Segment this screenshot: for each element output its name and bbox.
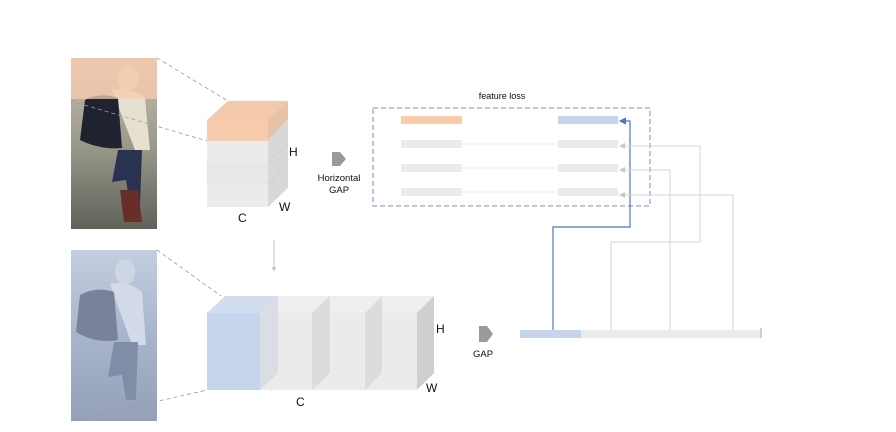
horizontal-gap-label-2: GAP (329, 185, 349, 196)
horizontal-gap-label-1: Horizontal (318, 173, 361, 184)
vector-segment (701, 330, 761, 338)
vector-segment-highlight (520, 330, 581, 338)
projection-line (156, 249, 222, 297)
blue-connector-arrow (552, 117, 631, 330)
tensor-stripe (207, 141, 268, 163)
feature-loss-title: feature loss (479, 91, 526, 101)
grey-connector-arrow (610, 143, 701, 330)
top-tensor-w-label: W (279, 200, 291, 214)
part-feature-bar (401, 164, 462, 172)
channel-group-highlight (207, 313, 260, 390)
global-feature-bar (558, 116, 618, 124)
feature-loss-box (372, 107, 651, 207)
bottom-person-image (71, 250, 157, 421)
loss-pair-row (401, 164, 618, 172)
grey-connector-arrow (619, 167, 671, 330)
loss-pair-row (401, 116, 618, 124)
grey-connector-arrow (619, 192, 734, 330)
horizontal-gap-arrow-icon (332, 152, 346, 166)
global-feature-bar (558, 164, 618, 172)
top-feature-tensor (207, 101, 289, 207)
vector-segment (641, 330, 701, 338)
bottom-tensor-c-label: C (296, 395, 305, 409)
global-feature-vector (520, 328, 762, 338)
global-feature-bar (558, 140, 618, 148)
gap-label: GAP (473, 349, 493, 360)
projection-line (70, 100, 208, 142)
bottom-feature-tensor (207, 296, 434, 390)
highlight-stripe (71, 58, 157, 99)
projection-line (156, 57, 229, 102)
part-feature-bar (401, 188, 462, 196)
part-feature-bar (401, 140, 462, 148)
bottom-tensor-h-label: H (436, 322, 445, 336)
tensor-stripe-highlight (207, 120, 268, 141)
vector-segment (581, 330, 641, 338)
tensor-stripe (207, 163, 268, 185)
loss-pair-row (401, 140, 618, 148)
projection-line (70, 389, 208, 422)
loss-pair-row (401, 188, 618, 196)
part-feature-bar (401, 116, 462, 124)
top-tensor-c-label: C (238, 211, 247, 225)
gap-arrow-icon (479, 326, 493, 342)
bottom-tensor-w-label: W (426, 381, 438, 395)
global-feature-bar (558, 188, 618, 196)
top-tensor-h-label: H (289, 145, 298, 159)
tensor-stripe (207, 185, 268, 207)
top-person-image (71, 58, 157, 229)
